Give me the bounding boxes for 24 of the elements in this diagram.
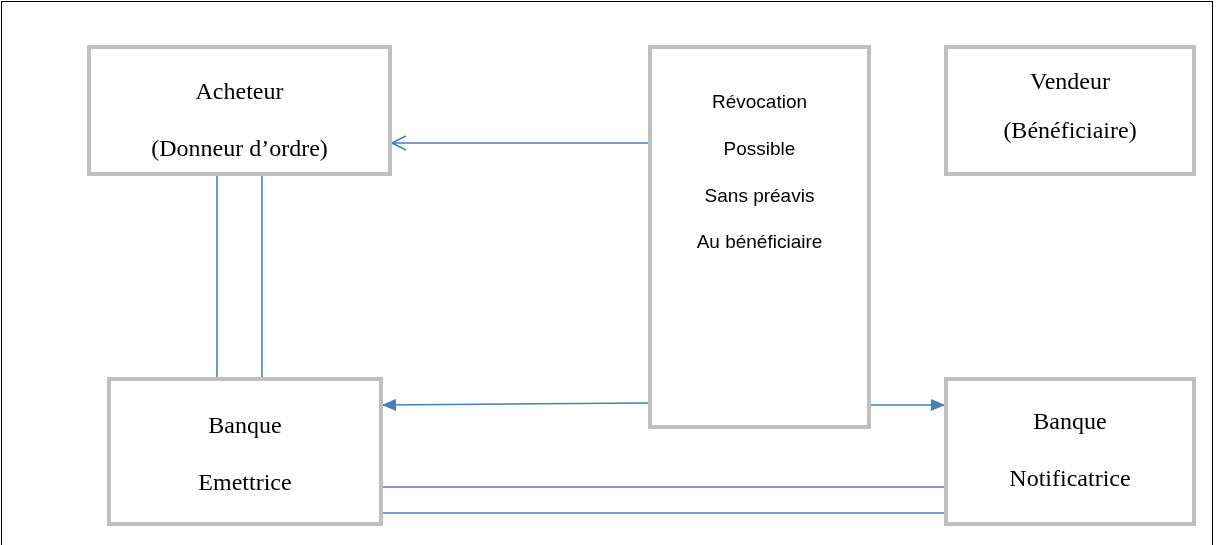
box-label: Banque bbox=[208, 411, 282, 440]
box-label: Banque bbox=[1033, 407, 1107, 436]
entity-box bbox=[944, 377, 1196, 526]
arrow bbox=[391, 135, 649, 151]
box-label: Emettrice bbox=[198, 467, 292, 497]
connector-line bbox=[261, 175, 263, 378]
box-label: Possible bbox=[723, 137, 796, 161]
box-label: Notificatrice bbox=[1009, 463, 1131, 493]
arrow bbox=[382, 398, 649, 411]
box-label: Vendeur bbox=[1030, 67, 1110, 96]
arrow bbox=[870, 399, 945, 411]
box-label: (Bénéficiaire) bbox=[1003, 115, 1137, 145]
entity-box bbox=[107, 377, 383, 526]
box-label: Révocation bbox=[711, 91, 808, 114]
box-label: (Donneur d’ordre) bbox=[151, 133, 328, 163]
entity-box bbox=[87, 45, 392, 176]
box-label: Acheteur bbox=[195, 77, 284, 106]
entity-box bbox=[648, 45, 871, 429]
connector-line bbox=[382, 486, 945, 488]
box-label: Sans préavis bbox=[704, 184, 815, 208]
box-label: Au bénéficiaire bbox=[696, 231, 823, 255]
entity-box bbox=[944, 45, 1196, 176]
connector-line bbox=[216, 175, 218, 378]
connector-line bbox=[382, 512, 945, 514]
